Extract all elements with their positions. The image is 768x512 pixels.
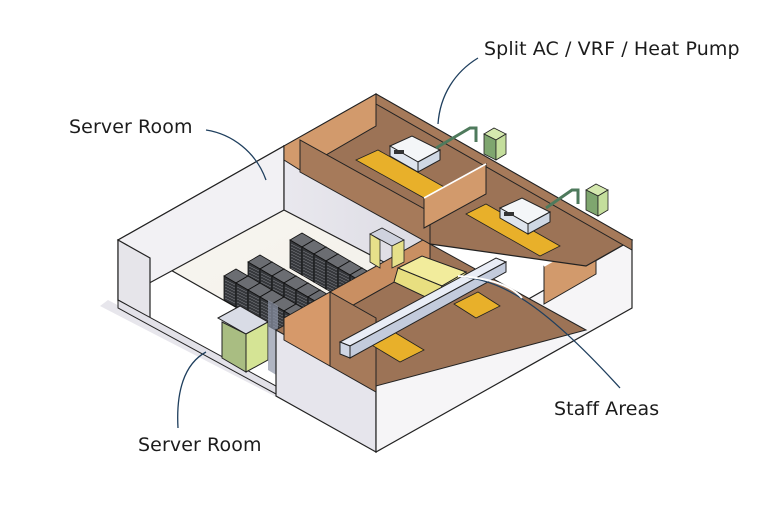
office-divider-wall: [299, 139, 431, 245]
staff-desk: [453, 291, 501, 319]
office-back-wall-right: [375, 93, 633, 251]
leader-line-server-bottom: [177, 351, 207, 429]
indoor-unit-2: [498, 197, 552, 235]
outdoor-unit-1: [483, 127, 507, 161]
leader-line-hvac: [437, 57, 479, 125]
outdoor-unit-2: [585, 183, 609, 217]
label-hvac: Split AC / VRF / Heat Pump: [484, 38, 740, 60]
cooling-cabinet-rear: [369, 227, 405, 269]
label-server-room-top: Server Room: [69, 116, 193, 138]
leader-line-staff-white: [457, 275, 523, 299]
office-desk-strip: [465, 203, 561, 257]
refrigerant-pipe: [435, 126, 478, 150]
cooling-cabinet-front: [216, 300, 278, 376]
label-server-room-bottom: Server Room: [138, 434, 262, 456]
overhead-beam: [338, 257, 508, 359]
indoor-unit-1: [388, 135, 442, 173]
refrigerant-pipe: [545, 188, 580, 210]
label-staff-areas: Staff Areas: [554, 398, 660, 420]
leader-line-server-top: [205, 129, 267, 181]
